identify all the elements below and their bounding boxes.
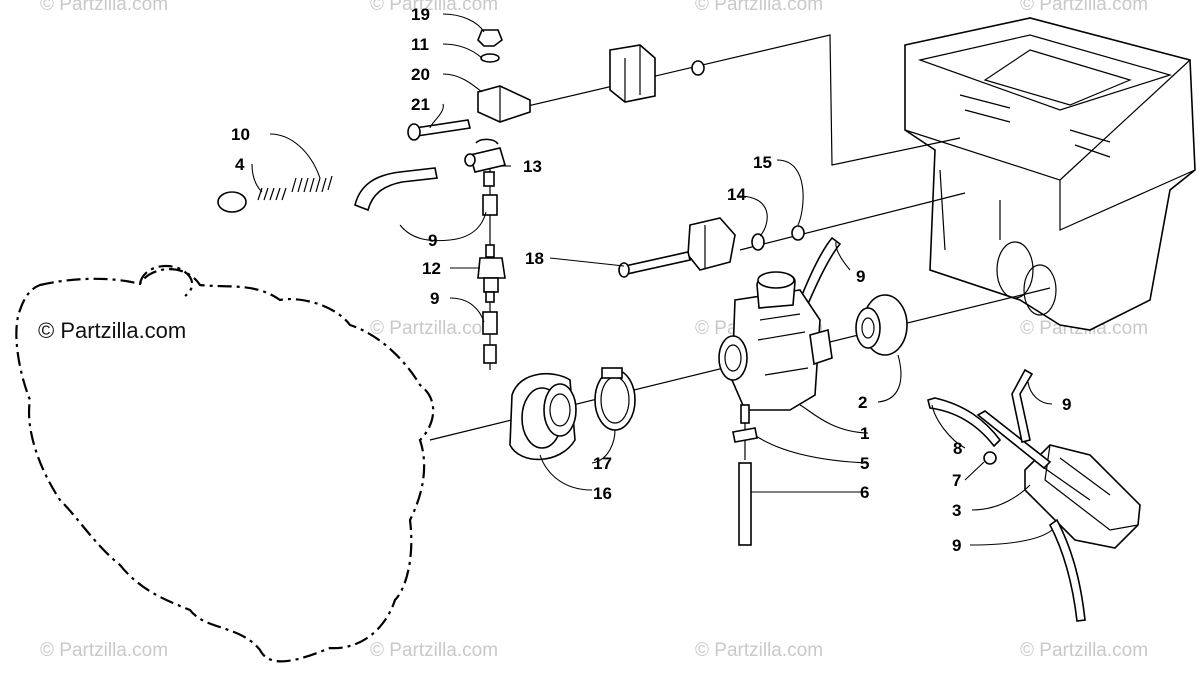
pump-hose-inner bbox=[976, 410, 1052, 470]
drain-tube-6 bbox=[738, 462, 752, 546]
air-adapter-2 bbox=[855, 294, 908, 356]
callout-13: 13 bbox=[523, 157, 542, 176]
intake-flange-16 bbox=[509, 373, 577, 461]
callout-10: 10 bbox=[231, 125, 250, 144]
screw-18 bbox=[618, 251, 691, 278]
callout-12: 12 bbox=[422, 259, 441, 278]
callout-19: 19 bbox=[411, 5, 430, 24]
fitting-7 bbox=[983, 451, 997, 465]
callout-9d: 9 bbox=[1062, 395, 1071, 414]
engine-pulse-fitting bbox=[138, 264, 194, 297]
hose-piece-9-lower bbox=[482, 311, 498, 335]
bracket-20 bbox=[477, 85, 531, 123]
hose-8 bbox=[927, 397, 1002, 448]
callout-9e: 9 bbox=[952, 536, 961, 555]
callout-6: 6 bbox=[860, 483, 869, 502]
cable-guide-block bbox=[609, 44, 656, 103]
grommet-15-lower bbox=[791, 225, 805, 241]
grommet-15-upper bbox=[691, 60, 705, 76]
callout-7: 7 bbox=[952, 471, 961, 490]
callout-9c: 9 bbox=[856, 267, 865, 286]
callout-18: 18 bbox=[525, 249, 544, 268]
callout-14: 14 bbox=[727, 185, 746, 204]
fuel-hose-9-upper bbox=[354, 167, 438, 212]
spacer-14 bbox=[751, 233, 765, 251]
screw-21 bbox=[407, 119, 471, 141]
callout-9a: 9 bbox=[428, 231, 437, 250]
callout-4: 4 bbox=[235, 155, 245, 174]
washer-11 bbox=[480, 53, 500, 63]
mount-line bbox=[739, 192, 966, 251]
hose-9-right-upper bbox=[1011, 368, 1034, 443]
callout-9b: 9 bbox=[430, 289, 439, 308]
callout-15: 15 bbox=[753, 153, 772, 172]
callout-3: 3 bbox=[952, 501, 961, 520]
hose-piece-lower bbox=[483, 344, 497, 364]
carb-bracket bbox=[687, 217, 736, 271]
fuel-valve-13 bbox=[464, 138, 507, 187]
callout-17: 17 bbox=[593, 454, 612, 473]
clip-5 bbox=[732, 427, 758, 443]
callout-11: 11 bbox=[411, 35, 429, 54]
engine-outline bbox=[15, 268, 435, 663]
nut-19 bbox=[477, 29, 503, 47]
airbox bbox=[904, 17, 1196, 331]
callout-5: 5 bbox=[860, 454, 869, 473]
spring-10 bbox=[257, 175, 333, 201]
clamp-17 bbox=[594, 367, 636, 431]
fuel-filter-12 bbox=[477, 244, 506, 303]
throttle-cable-line bbox=[497, 34, 961, 166]
hose-piece-9 bbox=[482, 194, 498, 216]
callout-16: 16 bbox=[593, 484, 612, 503]
callout-21: 21 bbox=[411, 95, 430, 114]
callout-1: 1 bbox=[860, 424, 869, 443]
callout-20: 20 bbox=[411, 65, 430, 84]
watermark-main: © Partzilla.com bbox=[38, 318, 187, 343]
vent-hose-9 bbox=[798, 236, 842, 306]
carburetor-1 bbox=[718, 271, 833, 424]
callout-8: 8 bbox=[953, 439, 962, 458]
callout-2: 2 bbox=[858, 393, 867, 412]
clamp-4 bbox=[217, 191, 247, 213]
hose-9-right-lower bbox=[1048, 518, 1086, 622]
